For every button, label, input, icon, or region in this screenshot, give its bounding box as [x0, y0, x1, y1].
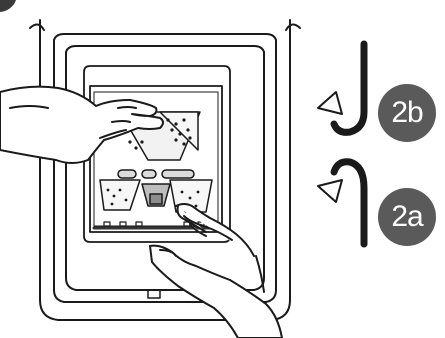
lower-hand: [150, 204, 282, 338]
corner-badge-fragment: [0, 0, 16, 12]
upper-hand: [0, 87, 163, 163]
front-indicator: [148, 290, 160, 298]
rotate-up-arrow-icon: [318, 44, 364, 132]
step-badge-2b: 2b: [378, 84, 436, 142]
rotate-down-arrow-icon: [318, 162, 364, 244]
step-badge-2a: 2a: [378, 188, 436, 246]
